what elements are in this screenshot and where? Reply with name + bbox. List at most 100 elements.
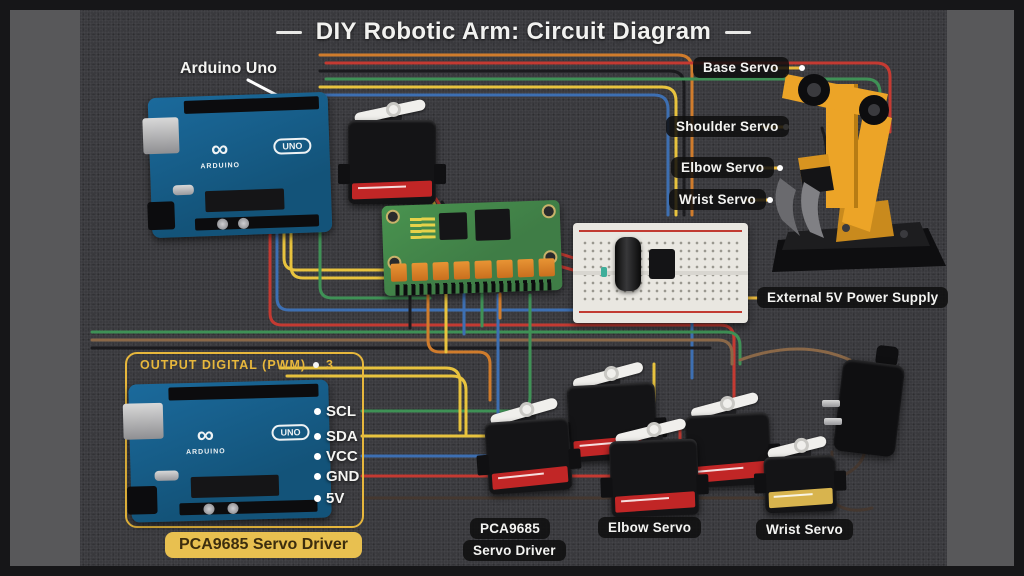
digital-header <box>183 96 320 114</box>
pin-dot <box>314 408 321 415</box>
pin-row-gnd: GND <box>314 468 359 485</box>
uno-text: UNO <box>273 137 312 155</box>
usb-port <box>142 116 180 155</box>
pin-label-gnd: GND <box>326 468 360 485</box>
servo-terminal <box>538 257 555 277</box>
power-jack <box>147 200 176 230</box>
pca9685-badge: PCA9685 Servo Driver <box>165 532 362 558</box>
power-rail <box>579 311 742 313</box>
arduino-logo: ∞ ARDUINO <box>199 135 241 171</box>
pin-dot <box>314 453 321 460</box>
pin-dot <box>314 495 321 502</box>
page-title: DIY Robotic Arm: Circuit Diagram <box>315 18 712 45</box>
shoulder-servo-label: Shoulder Servo <box>666 116 789 137</box>
adapter-prong <box>822 400 840 407</box>
pin-dot <box>314 473 321 480</box>
servo-terminal <box>474 259 492 279</box>
robotic-arm-graphic <box>772 74 946 272</box>
servo-flange <box>476 454 490 476</box>
led <box>601 267 607 277</box>
pin-label-5v: 5V <box>326 490 345 507</box>
base-bolt <box>842 224 850 232</box>
driver-label-line1: PCA9685 <box>470 518 550 539</box>
servo-flange <box>568 448 582 470</box>
elbow-servo-label: Elbow Servo <box>671 157 775 178</box>
elbow-servo-bottom-label: Elbow Servo <box>598 517 702 538</box>
crystal-oscillator <box>172 184 195 196</box>
diagram-canvas: DIY Robotic Arm: Circuit Diagram <box>80 10 950 566</box>
arduino-uno-label: Arduino Uno <box>180 60 277 77</box>
arduino-logo: ∞ ARDUINO <box>185 421 226 457</box>
pin-label-sda: SDA <box>326 428 358 445</box>
arduino-uno-board-2: ∞ ARDUINO UNO <box>122 379 332 523</box>
driver-label-line2: Servo Driver <box>463 540 566 561</box>
power-rail <box>579 230 742 232</box>
digital-header <box>168 383 319 401</box>
pin-dot <box>314 433 321 440</box>
infinity-logo-icon: ∞ <box>196 421 215 450</box>
claw-finger <box>801 182 824 238</box>
infinity-logo-icon: ∞ <box>210 135 229 163</box>
servo-flange <box>753 473 767 494</box>
servo-terminal <box>432 261 450 280</box>
mounting-hole <box>385 209 401 224</box>
usb-port <box>122 403 164 440</box>
wire <box>426 292 492 402</box>
servo-flange <box>434 164 446 184</box>
robotic-arm <box>770 50 950 275</box>
servo-terminal <box>411 262 429 281</box>
driver-ic <box>438 212 469 241</box>
uno-text: UNO <box>271 424 310 442</box>
power-jack <box>126 486 158 515</box>
external-power-label: External 5V Power Supply <box>757 287 949 308</box>
wire <box>360 293 532 413</box>
arduino-brand-text: ARDUINO <box>185 448 226 457</box>
pca9685-board <box>381 199 563 297</box>
connector-block <box>649 249 675 279</box>
pin-label-vcc: VCC <box>326 448 358 465</box>
servo-horn-hub <box>386 102 401 117</box>
pin-comb <box>394 279 552 296</box>
power-analog-header <box>179 499 318 516</box>
pwm-pin-dot <box>313 362 320 368</box>
electrolytic-capacitor <box>615 237 641 291</box>
servo-flange <box>833 470 847 491</box>
servo-motor-small <box>753 433 847 520</box>
power-analog-header <box>195 214 320 232</box>
arduino-uno-board: ∞ ARDUINO UNO <box>142 91 333 239</box>
pwm-pin-number: 3 <box>326 358 334 372</box>
adapter-prong <box>824 418 842 425</box>
pin-row-sda: SDA <box>314 428 358 445</box>
breadboard <box>573 223 748 323</box>
arm-pulley-hub <box>807 83 821 97</box>
output-pwm-row: OUTPUT DIGITAL (PWM) 3 <box>140 358 334 372</box>
atmega-chip <box>204 188 285 213</box>
led-block <box>410 215 437 240</box>
servo-label-stripe <box>352 180 432 200</box>
pin-label-scl: SCL <box>326 403 356 420</box>
adapter-body <box>832 358 906 458</box>
servo-flange <box>696 474 709 495</box>
base-bolt <box>900 230 908 238</box>
wrist-servo-bottom-label: Wrist Servo <box>756 519 853 540</box>
arduino-brand-text: ARDUINO <box>200 161 241 171</box>
power-adapter <box>820 342 912 492</box>
wrist-servo-label: Wrist Servo <box>669 189 766 210</box>
terminal-row <box>390 257 555 282</box>
pin-row-vcc: VCC <box>314 448 358 465</box>
servo-flange <box>600 477 613 498</box>
servo-terminal <box>453 260 471 280</box>
servo-motor <box>476 395 582 501</box>
claw-finger <box>775 178 800 236</box>
wire <box>360 293 500 458</box>
servo-terminal <box>517 258 534 278</box>
atmega-chip <box>190 474 280 498</box>
base-servo-label: Base Servo <box>693 57 789 78</box>
servo-motor-top <box>338 98 446 210</box>
pca9685-ic <box>474 208 511 241</box>
title-row: DIY Robotic Arm: Circuit Diagram <box>80 14 947 50</box>
title-dash-right <box>725 30 752 34</box>
pin-row-scl: SCL <box>314 403 356 420</box>
servo-terminal <box>496 259 513 278</box>
